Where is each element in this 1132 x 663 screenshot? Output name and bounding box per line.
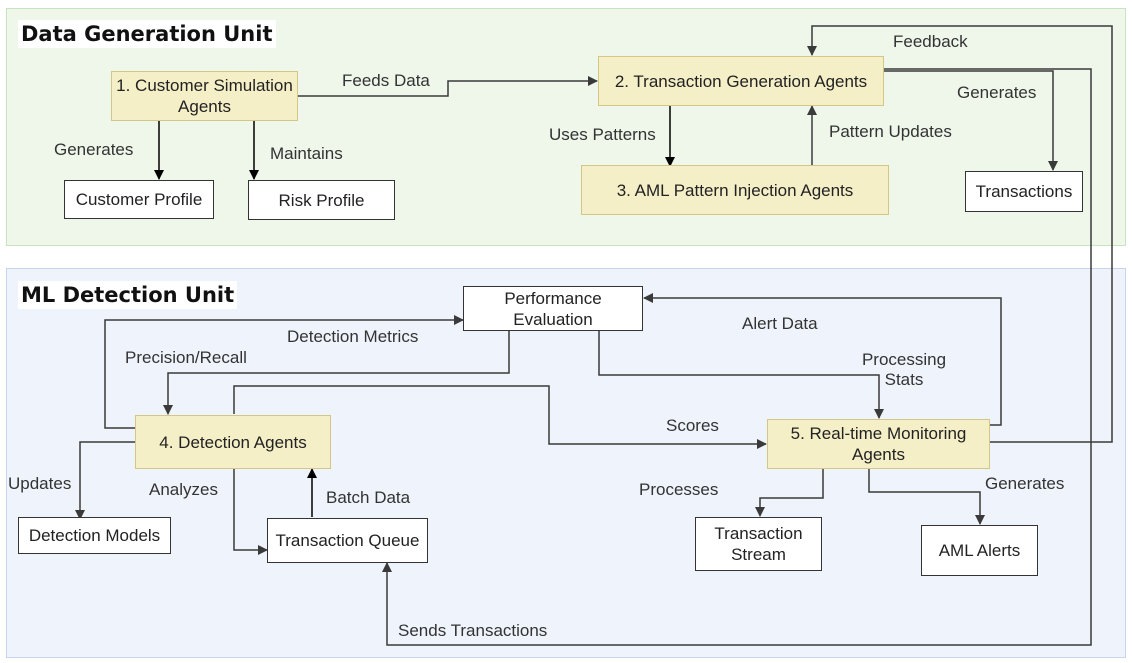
edge-processes: [755, 469, 824, 517]
label-sends-transactions: Sends Transactions: [398, 621, 548, 640]
label-scores: Scores: [666, 416, 719, 435]
label-detection-metrics: Detection Metrics: [287, 327, 419, 346]
edge-updates: [75, 441, 136, 520]
label-alert-data: Alert Data: [742, 314, 818, 333]
transaction-queue-node: Transaction Queue: [267, 518, 428, 563]
edge-sends-transactions: [382, 68, 1092, 646]
customer-simulation-agents-node: 1. Customer Simulation Agents: [111, 71, 298, 121]
label-precision-recall: Precision/Recall: [125, 348, 247, 367]
edge-scores: [233, 385, 767, 449]
aml-pattern-injection-agents-node: 3. AML Pattern Injection Agents: [581, 165, 889, 215]
risk-profile-node: Risk Profile: [248, 180, 395, 220]
label-feeds-data: Feeds Data: [342, 71, 430, 90]
transactions-node: Transactions: [965, 171, 1083, 212]
transaction-generation-agents-node: 2. Transaction Generation Agents: [598, 56, 884, 106]
edge-detection-metrics: [104, 315, 464, 429]
label-generates-transactions: Generates: [957, 83, 1037, 102]
performance-evaluation-node: Performance Evaluation: [463, 286, 643, 331]
label-updates: Updates: [8, 474, 72, 493]
detection-unit-title: ML Detection Unit: [18, 281, 238, 309]
aml-alerts-node: AML Alerts: [921, 525, 1038, 576]
edge-alert-data: [643, 293, 1002, 426]
edge-processing-stats: [598, 331, 884, 419]
label-pattern-updates: Pattern Updates: [829, 122, 952, 141]
realtime-monitoring-agents-node: 5. Real-time Monitoring Agents: [767, 419, 990, 469]
label-feedback: Feedback: [893, 32, 968, 51]
detection-agents-node: 4. Detection Agents: [135, 415, 331, 469]
edge-feedback: [807, 25, 1113, 443]
edge-feeds-data: [298, 76, 598, 97]
edge-analyzes: [233, 469, 268, 555]
label-processing-stats: Processing Stats: [858, 350, 950, 390]
label-batch-data: Batch Data: [326, 488, 411, 507]
generation-unit-title: Data Generation Unit: [18, 20, 276, 48]
label-uses-patterns: Uses Patterns: [549, 125, 656, 144]
label-maintains: Maintains: [270, 144, 343, 163]
label-processing-stats-line2: Stats: [884, 370, 924, 389]
edge-generates-alerts: [868, 469, 985, 525]
label-analyzes: Analyzes: [149, 480, 218, 499]
label-generates-alerts: Generates: [985, 474, 1065, 493]
label-generates-profile: Generates: [54, 140, 134, 159]
label-processing-stats-line1: Processing: [861, 350, 947, 369]
detection-models-node: Detection Models: [18, 517, 171, 554]
label-processes: Processes: [639, 480, 719, 499]
edge-generates-transactions: [884, 70, 1058, 171]
edge-precision-recall: [163, 331, 510, 415]
transaction-stream-node: Transaction Stream: [695, 517, 822, 571]
customer-profile-node: Customer Profile: [64, 180, 214, 219]
